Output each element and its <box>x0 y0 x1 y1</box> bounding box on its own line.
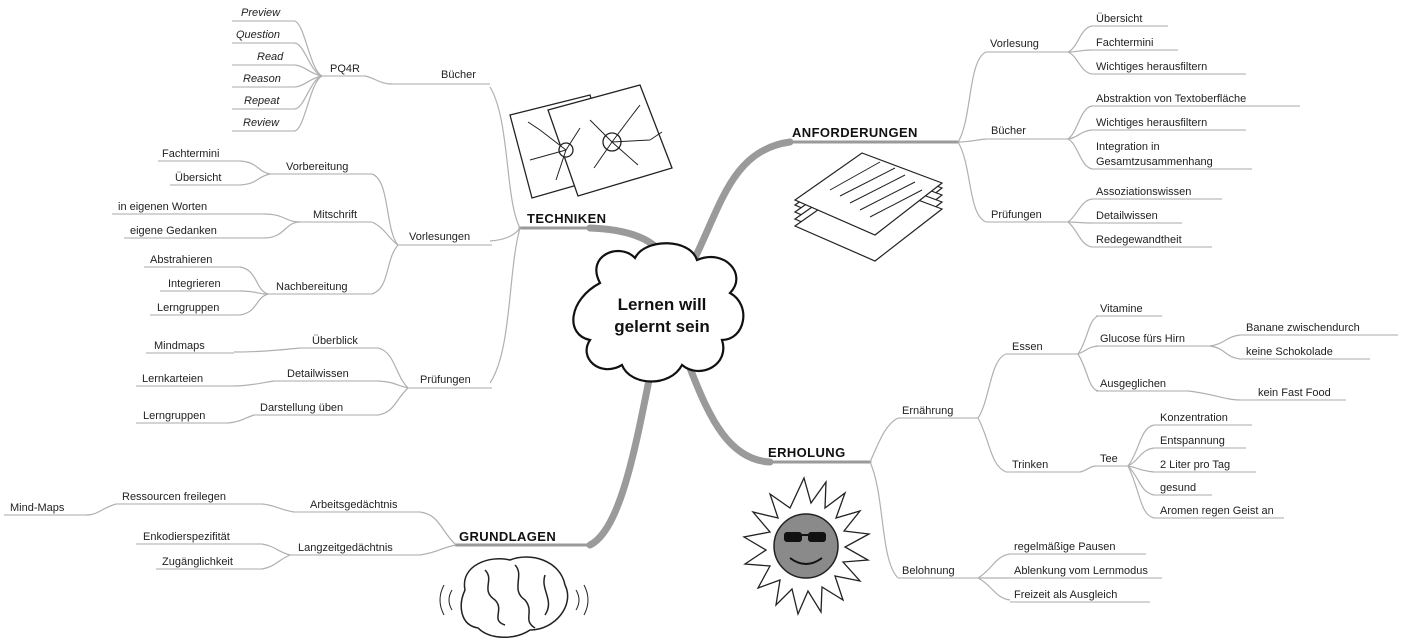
tee-item-entspannung: Entspannung <box>1160 435 1225 447</box>
pq4r-items: Preview Question Read Reason Repeat Revi… <box>232 7 323 132</box>
darstellung-item-lerngruppen: Lerngruppen <box>143 410 205 422</box>
anf-buecher-item-integration-2: Gesamtzusammenhang <box>1096 156 1213 168</box>
ausgeglichen-item-fastfood: kein Fast Food <box>1258 387 1331 399</box>
anf-vorlesung-item-fachtermini: Fachtermini <box>1096 37 1153 49</box>
branch-techniken: TECHNIKEN Bücher PQ4R Preview Question R… <box>112 7 606 424</box>
arbeitsgedaechtnis-item-ressourcen: Ressourcen freilegen <box>122 491 226 503</box>
center-title-line1: Lernen will <box>618 295 707 314</box>
tee-item-gesund: gesund <box>1160 482 1196 494</box>
pq4r-label: PQ4R <box>330 63 360 75</box>
erholung-title: ERHOLUNG <box>768 445 846 460</box>
pq4r-item-review: Review <box>243 117 280 129</box>
mitschrift-item-eigene-gedanken: eigene Gedanken <box>130 225 217 237</box>
techniken-title: TECHNIKEN <box>527 211 606 226</box>
anf-pruefungen-item-assoziation: Assoziationswissen <box>1096 186 1191 198</box>
detailwissen-label: Detailwissen <box>287 368 349 380</box>
essen-item-ausgeglichen: Ausgeglichen <box>1100 378 1166 390</box>
main-tethers <box>454 138 960 549</box>
nachbereitung-item-abstrahieren: Abstrahieren <box>150 254 212 266</box>
pq4r-item-preview: Preview <box>241 7 281 19</box>
tether-grundlagen <box>586 371 654 549</box>
tee-item-aromen: Aromen regen Geist an <box>1160 505 1274 517</box>
mitschrift-item-eigene-worte: in eigenen Worten <box>118 201 207 213</box>
belohnung-label: Belohnung <box>902 565 955 577</box>
belohnung-item-pausen: regelmäßige Pausen <box>1014 541 1116 553</box>
belohnung-item-freizeit: Freizeit als Ausgleich <box>1014 589 1117 601</box>
mindmap-papers-illustration <box>509 84 673 199</box>
paper-stack-illustration <box>793 152 944 262</box>
essen-item-glucose: Glucose fürs Hirn <box>1100 333 1185 345</box>
tee-item-2-liter: 2 Liter pro Tag <box>1160 459 1230 471</box>
anf-pruefungen-label: Prüfungen <box>991 209 1042 221</box>
trinken-label: Trinken <box>1012 459 1048 471</box>
ueberblick-label: Überblick <box>312 335 358 347</box>
pq4r-item-reason: Reason <box>243 73 281 85</box>
techniken-buecher-label: Bücher <box>441 69 476 81</box>
mitschrift-label: Mitschrift <box>313 209 357 221</box>
ressourcen-item-mindmaps: Mind-Maps <box>10 502 65 514</box>
tee-item-konzentration: Konzentration <box>1160 412 1228 424</box>
langzeit-item-enkodier: Enkodierspezifität <box>143 531 230 543</box>
sun-illustration <box>742 476 872 617</box>
belohnung-item-ablenkung: Ablenkung vom Lernmodus <box>1014 565 1148 577</box>
anforderungen-title: ANFORDERUNGEN <box>792 125 918 140</box>
techniken-vorlesungen-label: Vorlesungen <box>409 231 470 243</box>
ueberblick-item-mindmaps: Mindmaps <box>154 340 205 352</box>
techniken-pruefungen-label: Prüfungen <box>420 374 471 386</box>
anf-buecher-item-abstraktion: Abstraktion von Textoberfläche <box>1096 93 1246 105</box>
ernaehrung-label: Ernährung <box>902 405 953 417</box>
anf-vorlesung-item-wichtiges: Wichtiges herausfiltern <box>1096 61 1207 73</box>
center-cloud: Lernen will gelernt sein <box>572 242 745 383</box>
vorbereitung-label: Vorbereitung <box>286 161 348 173</box>
glucose-item-banane: Banane zwischendurch <box>1246 322 1360 334</box>
vorbereitung-item-fachtermini: Fachtermini <box>162 148 219 160</box>
anf-pruefungen-item-redegewandtheit: Redegewandtheit <box>1096 234 1182 246</box>
anf-pruefungen-item-detailwissen: Detailwissen <box>1096 210 1158 222</box>
vorbereitung-item-uebersicht: Übersicht <box>175 172 221 184</box>
anf-vorlesung-item-uebersicht: Übersicht <box>1096 13 1142 25</box>
anf-buecher-label: Bücher <box>991 125 1026 137</box>
nachbereitung-label: Nachbereitung <box>276 281 348 293</box>
langzeit-item-zugaenglichkeit: Zugänglichkeit <box>162 556 233 568</box>
center-title-line2: gelernt sein <box>614 317 709 336</box>
anf-buecher-item-integration-1: Integration in <box>1096 141 1160 153</box>
detailwissen-item-lernkarteien: Lernkarteien <box>142 373 203 385</box>
tee-label: Tee <box>1100 453 1118 465</box>
grundlagen-title: GRUNDLAGEN <box>459 529 556 544</box>
nachbereitung-item-integrieren: Integrieren <box>168 278 221 290</box>
essen-label: Essen <box>1012 341 1043 353</box>
darstellung-label: Darstellung üben <box>260 402 343 414</box>
branch-erholung: ERHOLUNG Ernährung Essen Vitamine Glucos… <box>768 303 1398 603</box>
langzeitgedaechtnis-label: Langzeitgedächtnis <box>298 542 393 554</box>
anf-buecher-item-wichtiges: Wichtiges herausfiltern <box>1096 117 1207 129</box>
pq4r-item-question: Question <box>236 29 280 41</box>
cloud-shape <box>572 242 745 383</box>
glucose-item-schokolade: keine Schokolade <box>1246 346 1333 358</box>
brain-illustration <box>439 556 589 638</box>
nachbereitung-item-lerngruppen: Lerngruppen <box>157 302 219 314</box>
pq4r-item-repeat: Repeat <box>244 95 280 107</box>
tether-anforderungen <box>686 138 794 272</box>
branch-anforderungen: ANFORDERUNGEN Vorlesung Übersicht Fachte… <box>792 13 1300 248</box>
pq4r-item-read: Read <box>257 51 284 63</box>
anf-vorlesung-label: Vorlesung <box>990 38 1039 50</box>
tether-erholung <box>686 364 774 466</box>
essen-item-vitamine: Vitamine <box>1100 303 1143 315</box>
branch-grundlagen: GRUNDLAGEN Arbeitsgedächtnis Ressourcen … <box>4 491 556 570</box>
tee-items: Konzentration Entspannung 2 Liter pro Ta… <box>1127 412 1284 519</box>
arbeitsgedaechtnis-label: Arbeitsgedächtnis <box>310 499 398 511</box>
